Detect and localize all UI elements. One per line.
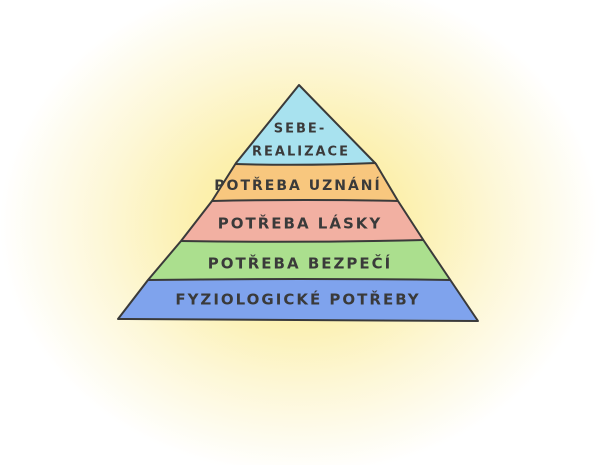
level-love-band [181, 201, 424, 241]
label-safety: POTŘEBA BEZPEČÍ [208, 254, 392, 273]
level-esteem-band [212, 164, 398, 201]
divider-3 [180, 239, 425, 243]
divider-2 [211, 199, 399, 202]
pyramid-outline [117, 84, 479, 322]
divider-1 [234, 162, 377, 166]
level-self-actualization-band [235, 85, 376, 164]
label-esteem: POTŘEBA UZNÁNÍ [214, 177, 381, 194]
label-self-actualization-line1: SEBE- [274, 122, 326, 137]
label-love: POTŘEBA LÁSKY [218, 214, 383, 233]
label-self-actualization-line2: REALIZACE [252, 145, 350, 160]
divider-4 [147, 278, 452, 281]
label-physiological: FYZIOLOGICKÉ POTŘEBY [175, 290, 420, 309]
level-safety-band [148, 241, 451, 280]
level-physiological-band [118, 280, 478, 320]
